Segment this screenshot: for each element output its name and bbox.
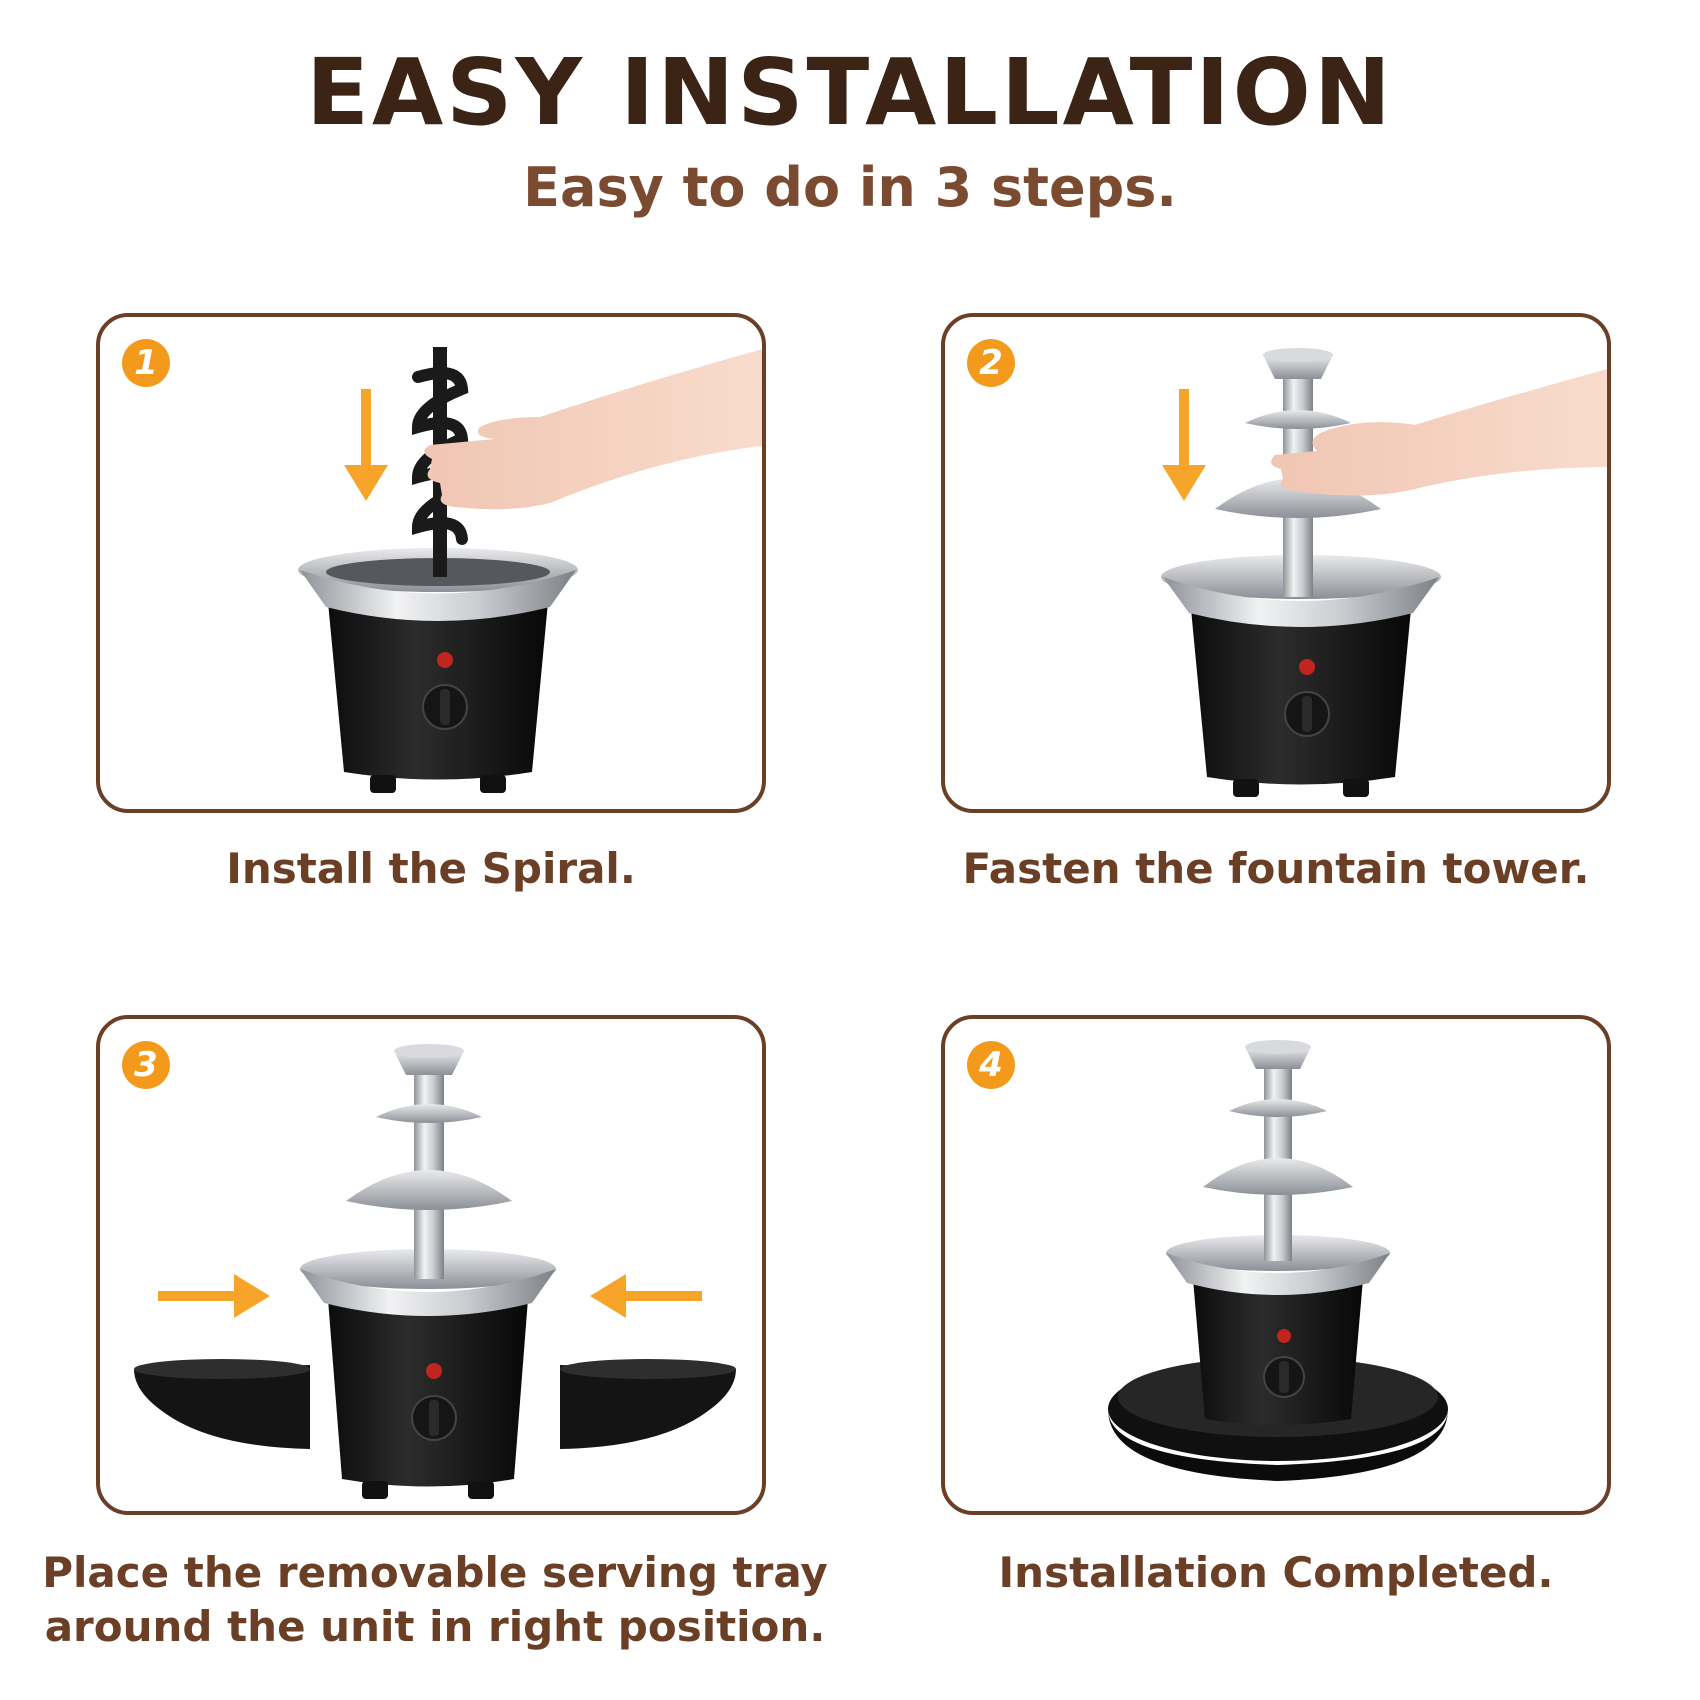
arrow-left-icon — [590, 1274, 702, 1318]
step-2-panel: 2 — [941, 313, 1611, 813]
step-number-badge: 2 — [967, 339, 1015, 387]
step-4-panel: 4 — [941, 1015, 1611, 1515]
step-2-illustration — [1161, 348, 1607, 797]
step-number-badge: 3 — [122, 1041, 170, 1089]
step-3-caption-line-1: Place the removable serving tray — [42, 1548, 828, 1597]
step-1-caption: Install the Spiral. — [226, 844, 636, 893]
step-1-illustration — [298, 347, 762, 793]
arrow-down-icon — [344, 389, 388, 501]
step-1-panel: 1 — [96, 313, 766, 813]
step-number-badge: 1 — [122, 339, 170, 387]
step-number-badge: 4 — [967, 1041, 1015, 1089]
step-3-caption: Place the removable serving tray around … — [30, 1546, 840, 1654]
page-subtitle: Easy to do in 3 steps. — [523, 156, 1177, 219]
step-4-illustration — [1108, 1040, 1448, 1481]
step-3-illustration — [134, 1044, 736, 1499]
arrow-down-icon — [1162, 389, 1206, 501]
arrow-right-icon — [158, 1274, 270, 1318]
step-2-caption: Fasten the fountain tower. — [962, 844, 1590, 893]
step-4-caption: Installation Completed. — [998, 1548, 1554, 1597]
page-title: EASY INSTALLATION — [306, 39, 1394, 146]
step-3-panel: 3 — [96, 1015, 766, 1515]
step-3-caption-line-2: around the unit in right position. — [44, 1602, 826, 1651]
